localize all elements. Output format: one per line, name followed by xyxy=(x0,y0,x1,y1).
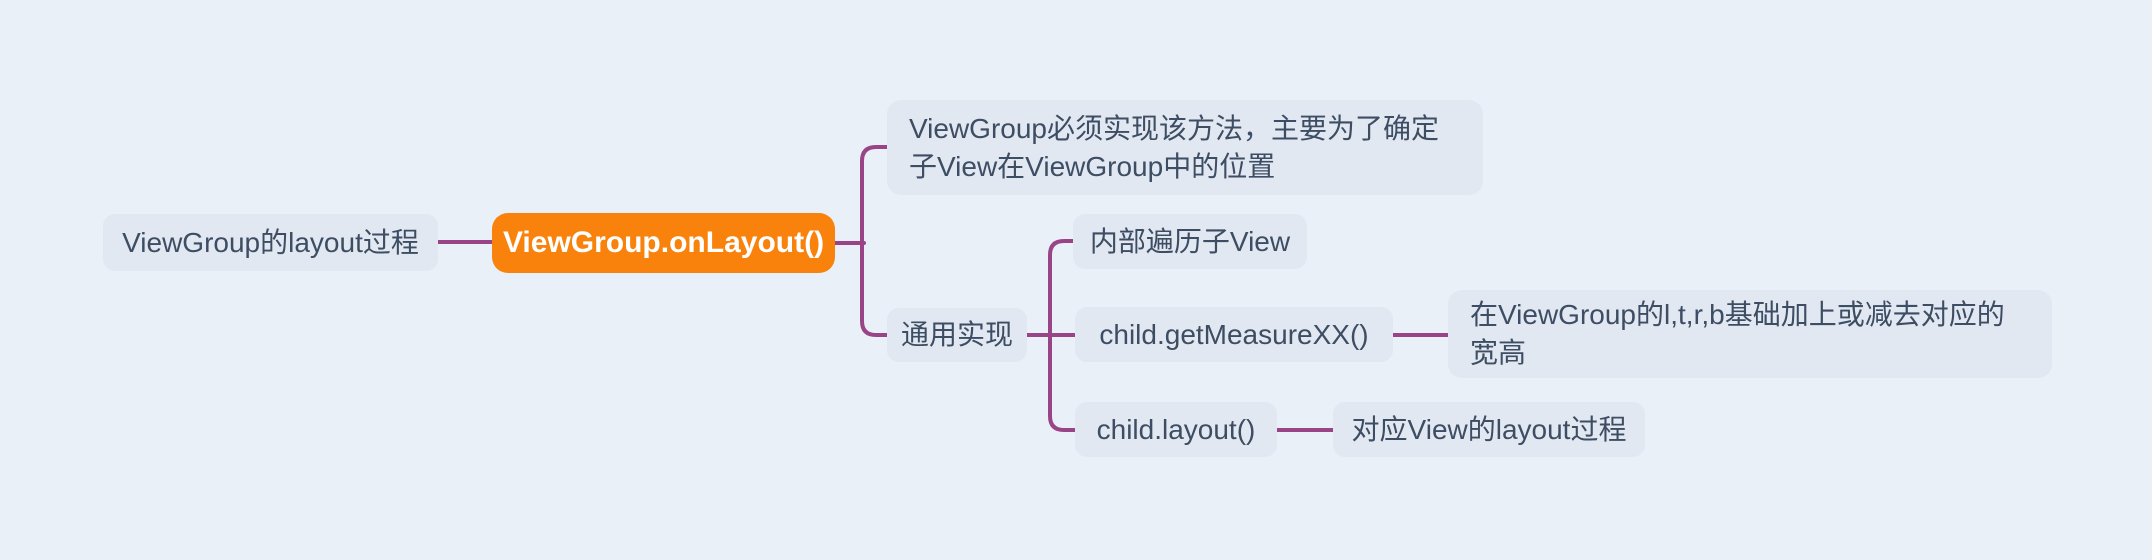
node-topic-viewgroup-layout-process[interactable]: ViewGroup的layout过程 xyxy=(103,214,438,271)
node-note-view-layout-process[interactable]: 对应View的layout过程 xyxy=(1333,402,1645,457)
edge-children-trunk xyxy=(1048,239,1077,432)
edge-root-branch-trunk xyxy=(860,145,889,337)
node-topic-child-getmeasurexx[interactable]: child.getMeasureXX() xyxy=(1075,307,1393,362)
node-topic-generic-implementation[interactable]: 通用实现 xyxy=(887,308,1027,362)
node-topic-iterate-child-views[interactable]: 内部遍历子View xyxy=(1073,214,1307,269)
node-topic-child-layout[interactable]: child.layout() xyxy=(1075,402,1277,457)
node-note-onlayout-purpose[interactable]: ViewGroup必须实现该方法，主要为了确定子View在ViewGroup中的… xyxy=(887,100,1483,195)
node-note-ltrb-adjustment[interactable]: 在ViewGroup的l,t,r,b基础加上或减去对应的宽高 xyxy=(1448,290,2052,378)
node-root-viewgroup-onlayout[interactable]: ViewGroup.onLayout() xyxy=(492,213,835,273)
